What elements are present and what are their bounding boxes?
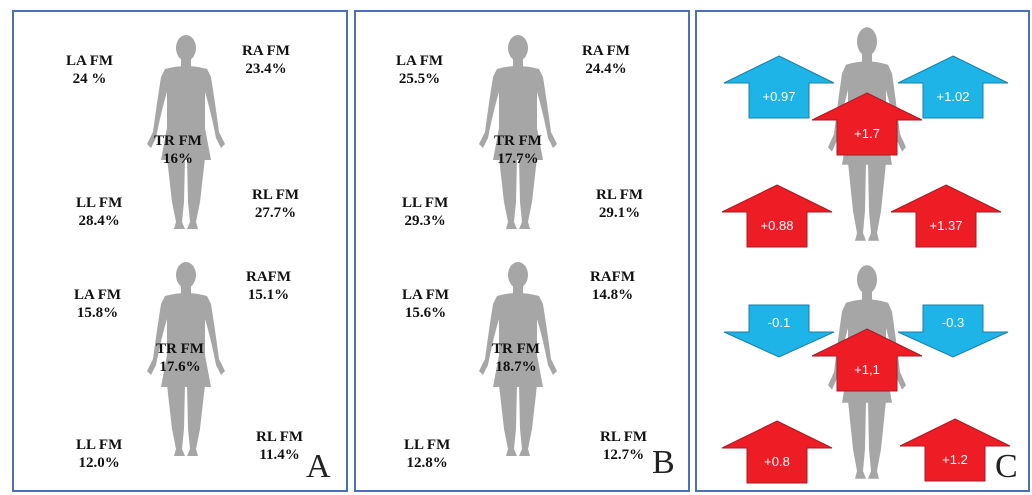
panel-letter: B (652, 444, 675, 481)
left-arm-up-arrow: +0.97 (723, 55, 835, 119)
trunk-up-arrow: +1.7 (811, 92, 923, 156)
left-arm-down-arrow: -0.1 (723, 304, 835, 358)
arrow-label: +1.37 (930, 218, 963, 233)
trunk-up-arrow: +1,1 (811, 328, 923, 392)
arrow-label: +0.97 (763, 89, 796, 104)
right-leg-up-arrow: +1.2 (899, 418, 1011, 482)
arrow-label: +1.02 (937, 89, 970, 104)
panel-c: +0.97 +1.02 +1.7 +0.88 +1.37 -0.1 -0.3 +… (695, 10, 1030, 492)
right-arm-up-arrow: +1.02 (897, 55, 1009, 119)
left-leg-up-arrow: +0.88 (721, 184, 833, 248)
left-leg-up-arrow: +0.8 (721, 420, 833, 484)
panel-letter: C (995, 448, 1018, 485)
arrow-label: +1.2 (942, 452, 968, 467)
right-arm-down-arrow: -0.3 (897, 304, 1009, 358)
arrow-label: +1,1 (854, 362, 880, 377)
right-leg-up-arrow: +1.37 (890, 184, 1002, 248)
arrow-label: +0.8 (764, 454, 790, 469)
panel-letter: A (306, 448, 331, 485)
arrow-label: -0.3 (942, 315, 964, 330)
arrow-label: -0.1 (768, 315, 790, 330)
arrow-label: +0.88 (761, 218, 794, 233)
arrow-label: +1.7 (854, 126, 880, 141)
